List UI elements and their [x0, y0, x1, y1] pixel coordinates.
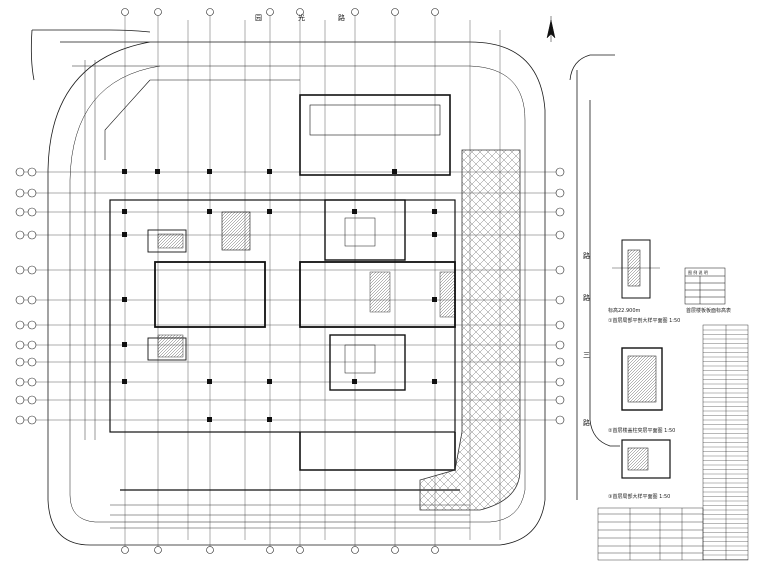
north-arrow-icon — [546, 16, 556, 42]
elevation-schedule-rows — [703, 329, 748, 560]
site-boundary — [30, 29, 620, 546]
detail-1-drawing — [612, 239, 660, 299]
dimension-lines — [84, 60, 470, 529]
road-label-top-right: 路 — [338, 13, 345, 22]
legend-caption: 首层楼板板面标高表 — [686, 307, 731, 314]
core-rooms — [147, 199, 456, 391]
detail-2-title: ②首层楼盖柱突层平面图 1:50 — [608, 427, 675, 434]
building-outline — [104, 79, 460, 491]
detail-3-drawing — [621, 439, 671, 479]
road-label-top-mid: 光 — [298, 13, 305, 22]
legend-table — [684, 267, 726, 305]
road-label-right-bottom: 路 — [583, 418, 590, 427]
columns — [122, 169, 437, 422]
detail-2-drawing — [621, 347, 663, 411]
detail-3-title: ③首层局部大样平面图 1:50 — [608, 493, 670, 500]
road-label-right-mid-a: 路 — [583, 293, 590, 302]
left-axis-markers — [15, 167, 565, 425]
road-label-top-left: 园 — [255, 14, 262, 22]
road-label-right-top: 路 — [583, 251, 590, 260]
detail-1-title: ①首层局部平剖大样平面图 1:50 — [608, 317, 680, 324]
drawing-info-table — [597, 507, 704, 561]
ramp-hatch-area — [419, 149, 521, 511]
detail-1-scale: 标高22.900m — [608, 307, 640, 314]
road-label-right-mid-b: 三 — [583, 351, 590, 359]
legend-title: 图 例 说 明 — [688, 269, 708, 275]
top-axis-markers — [121, 8, 439, 554]
